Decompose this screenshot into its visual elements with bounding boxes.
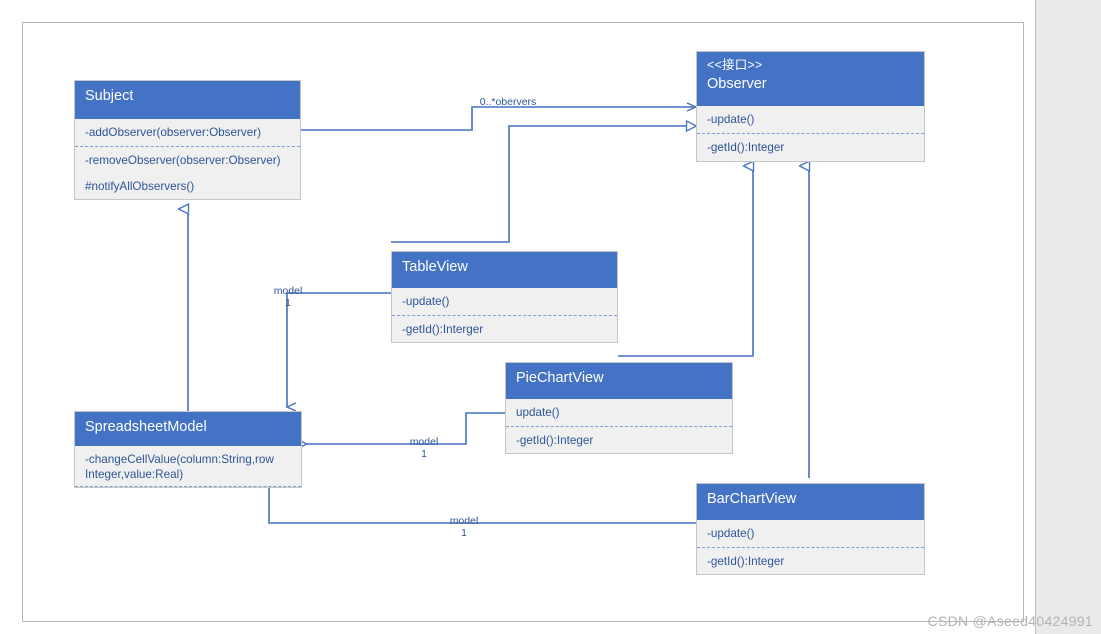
diagram-canvas: Observer : association "0..*obervers" --…	[22, 22, 1024, 622]
class-member: -getId():Integer	[707, 141, 785, 154]
edge-label-model-tableview: model 1	[266, 285, 310, 309]
class-header-spreadsheetmodel: SpreadsheetModel	[75, 412, 301, 446]
edge-label-multiplicity: 1	[461, 527, 467, 539]
class-box-barchartview[interactable]: BarChartView -update() -getId():Integer	[696, 483, 925, 575]
class-member: -getId():Integer	[516, 434, 594, 447]
class-header-observer: <<接口>> Observer	[697, 52, 924, 106]
edge-label-role: model	[273, 285, 303, 297]
class-member: update()	[506, 399, 732, 427]
csdn-watermark: CSDN @Aseed40424991	[927, 613, 1093, 629]
class-member: -update()	[697, 106, 924, 134]
class-member: -getId():Interger	[402, 323, 484, 336]
class-box-tableview[interactable]: TableView -update() -getId():Interger	[391, 251, 618, 343]
class-name-piechartview: PieChartView	[516, 370, 604, 386]
page-sheet: Observer : association "0..*obervers" --…	[0, 0, 1036, 634]
class-members-tableview: -update() -getId():Interger	[392, 288, 617, 343]
edge-label-model-piechartview: model 1	[402, 436, 446, 460]
class-member: -changeCellValue(column:String,row Integ…	[75, 446, 301, 487]
class-box-spreadsheetmodel[interactable]: SpreadsheetModel -changeCellValue(column…	[74, 411, 302, 488]
class-member: -addObserver(observer:Observer)	[75, 119, 300, 147]
class-name-observer: Observer	[707, 76, 767, 92]
class-member: -removeObserver(observer:Observer)	[85, 154, 281, 167]
edge-piechartview-model-spreadsheetmodel	[297, 412, 505, 449]
class-box-observer[interactable]: <<接口>> Observer -update() -getId():Integ…	[696, 51, 925, 162]
edge-label-model-barchartview: model 1	[442, 515, 486, 539]
class-member: -update()	[697, 520, 924, 548]
edge-subject-to-observer	[301, 102, 698, 131]
class-header-tableview: TableView	[392, 252, 617, 288]
class-header-barchartview: BarChartView	[697, 484, 924, 520]
class-member: -getId():Integer	[707, 555, 785, 568]
edge-barchartview-model-spreadsheetmodel	[267, 471, 696, 524]
class-members-barchartview: -update() -getId():Integer	[697, 520, 924, 575]
edge-label-multiplicity: 1	[421, 448, 427, 460]
class-stereotype-observer: <<接口>>	[707, 58, 763, 72]
class-name-spreadsheetmodel: SpreadsheetModel	[85, 419, 207, 435]
edge-piechartview-extends-observer	[618, 166, 753, 357]
edge-label-role: model	[449, 515, 479, 527]
edge-tableview-realizes-observer	[391, 126, 696, 243]
class-box-subject[interactable]: Subject -addObserver(observer:Observer) …	[74, 80, 301, 200]
class-members-spreadsheetmodel: -changeCellValue(column:String,row Integ…	[75, 446, 301, 487]
class-name-tableview: TableView	[402, 259, 468, 275]
class-name-subject: Subject	[85, 88, 134, 104]
edge-layer: Observer : association "0..*obervers" --…	[23, 102, 1024, 524]
class-member: -update()	[392, 288, 617, 316]
class-member: #notifyAllObservers()	[85, 180, 195, 193]
class-members-piechartview: update() -getId():Integer	[506, 399, 732, 454]
edge-label-observers: 0..*obervers	[479, 96, 537, 108]
class-name-barchartview: BarChartView	[707, 491, 797, 507]
class-box-piechartview[interactable]: PieChartView update() -getId():Integer	[505, 362, 733, 454]
edge-label-multiplicity: 1	[285, 297, 291, 309]
class-header-piechartview: PieChartView	[506, 363, 732, 399]
class-header-subject: Subject	[75, 81, 300, 119]
edge-tableview-model-spreadsheetmodel	[285, 292, 391, 412]
class-members-observer: -update() -getId():Integer	[697, 106, 924, 161]
edge-label-role: model	[409, 436, 439, 448]
class-members-subject: -addObserver(observer:Observer) -removeO…	[75, 119, 300, 199]
